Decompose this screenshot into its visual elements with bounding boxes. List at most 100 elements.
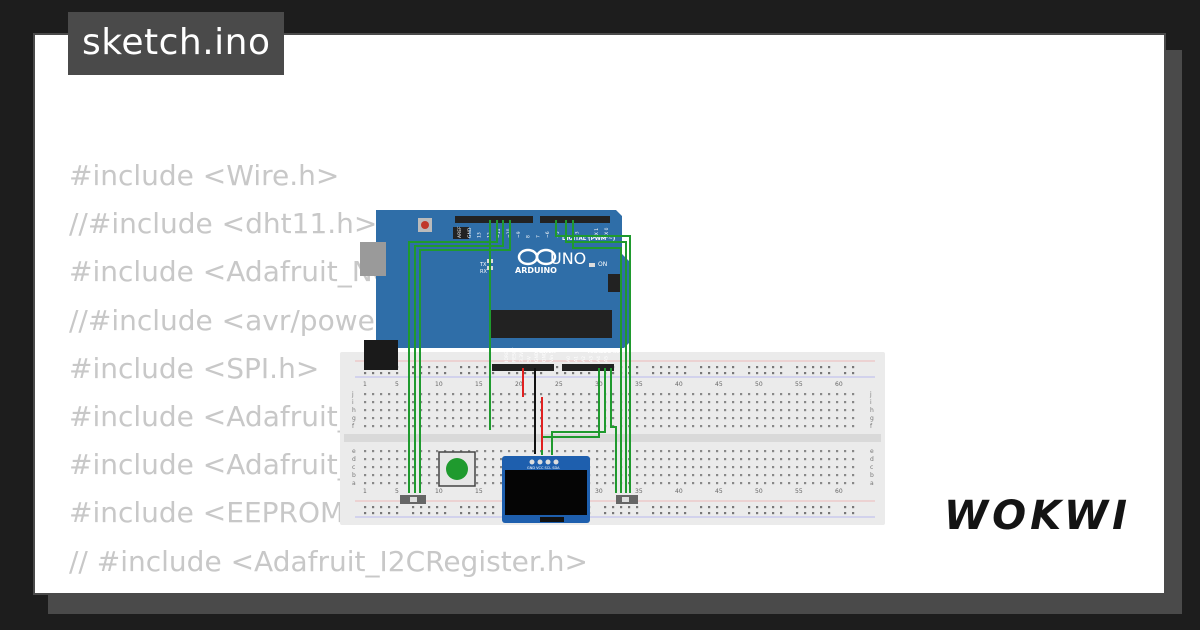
push-button [438, 451, 476, 487]
board-brand: ARDUINO [515, 266, 557, 275]
code-line: // #include <Adafruit_I2CRegister.h> [69, 544, 588, 578]
pin-label: GND [542, 351, 548, 362]
on-label: ON [598, 261, 607, 268]
wire-green [414, 220, 504, 493]
arduino-logo-icon [517, 248, 557, 266]
column-number: 5 [395, 381, 399, 388]
digital-label: DIGITAL (PWM ~) [562, 236, 616, 242]
row-letter: a [870, 480, 874, 487]
column-number: 5 [395, 488, 399, 495]
pin-label: ~6 [545, 231, 551, 238]
analog-header [562, 364, 614, 371]
row-letter: b [352, 472, 356, 479]
column-number: 35 [635, 381, 643, 388]
column-number: 15 [475, 488, 483, 495]
pin-label: A2 [581, 356, 587, 362]
row-letter: d [870, 456, 874, 463]
power-header [492, 364, 554, 371]
pin-label: IOREF [504, 348, 510, 362]
pin-label: ~5 [555, 231, 561, 238]
wokwi-logo: WOKWI [944, 493, 1132, 539]
column-number: 10 [435, 381, 443, 388]
pin-label: A5 [604, 356, 610, 362]
column-number: 60 [835, 381, 843, 388]
pin-label: TX 1 [594, 228, 600, 239]
column-number: 35 [635, 488, 643, 495]
digital-header-left [455, 216, 533, 223]
row-letter: f [870, 423, 873, 430]
wire-green [572, 220, 622, 493]
row-letter: j [351, 391, 354, 398]
pin-label: ~3 [575, 231, 581, 238]
column-number: 1 [363, 381, 367, 388]
column-number: 40 [675, 381, 683, 388]
board-name: UNO [550, 249, 586, 268]
pin-label: AREF [457, 226, 463, 238]
atmega-chip [490, 310, 612, 338]
pin-label: 5V [527, 355, 533, 362]
row-letter: i [352, 399, 354, 406]
row-letter: d [352, 456, 356, 463]
tx-label: TX [479, 262, 487, 268]
wire-green [610, 368, 617, 493]
column-number: 30 [595, 488, 603, 495]
pin-label: GND [467, 227, 473, 238]
column-number: 45 [715, 381, 723, 388]
wire-green [555, 220, 631, 493]
column-number: 50 [755, 381, 763, 388]
digital-header-right [540, 216, 610, 223]
oled-pin-labels: GND VCC SCL SDA [527, 466, 560, 470]
slide-switch-left [400, 495, 426, 504]
analog-label: ANALOG IN [588, 349, 619, 355]
pin-label: RESET [512, 347, 518, 362]
power-label: POWER [535, 349, 556, 355]
row-letter: j [869, 391, 872, 398]
column-number: 45 [715, 488, 723, 495]
column-number: 40 [675, 488, 683, 495]
column-number: 60 [835, 488, 843, 495]
code-line: #include <Wire.h> [69, 159, 340, 192]
column-number: 10 [435, 488, 443, 495]
slide-switch-right [616, 495, 638, 504]
wires [408, 220, 631, 493]
row-letter: g [352, 415, 356, 422]
row-letter: h [870, 407, 874, 414]
oled-display: GND VCC SCL SDA [502, 456, 590, 523]
pin-label: A0 [566, 356, 572, 362]
row-letter: c [870, 464, 873, 471]
pin-label: 7 [535, 235, 541, 238]
wire-green [408, 220, 498, 493]
column-number: 20 [515, 381, 523, 388]
row-letter: a [352, 480, 356, 487]
pin-label: RX 0 [604, 227, 610, 238]
pin-label: ~11 [496, 228, 502, 238]
preview-card: #include <Wire.h> //#include <dht11.h> #in… [33, 33, 1166, 595]
row-letter: c [352, 464, 355, 471]
wire-green [551, 368, 606, 455]
pin-label: A1 [574, 356, 580, 362]
row-letter: i [870, 399, 872, 406]
column-number: 55 [795, 381, 803, 388]
arduino-uno-board: UNO ARDUINO DIGITAL (PWM ~) POWER ANALOG… [360, 210, 630, 371]
row-letter: f [352, 423, 355, 430]
pin-label: 13 [477, 232, 483, 238]
pin-label: GND [534, 351, 540, 362]
row-letter: e [352, 448, 356, 455]
wire-green [419, 220, 511, 493]
column-number: 15 [475, 381, 483, 388]
pin-label: Vin [549, 355, 555, 362]
pin-label: A4 [596, 356, 602, 362]
column-number: 1 [363, 488, 367, 495]
code-line: #include <SPI.h> [69, 351, 320, 385]
row-letter: b [870, 472, 874, 479]
column-number: 50 [755, 488, 763, 495]
column-number: 55 [795, 488, 803, 495]
pin-label: A3 [589, 356, 595, 362]
sketch-title: sketch.ino [68, 12, 285, 75]
pin-label: ~9 [516, 231, 522, 238]
row-letter: g [870, 415, 874, 422]
code-line: //#include <dht11.h> [69, 207, 378, 241]
row-letter: e [870, 448, 874, 455]
